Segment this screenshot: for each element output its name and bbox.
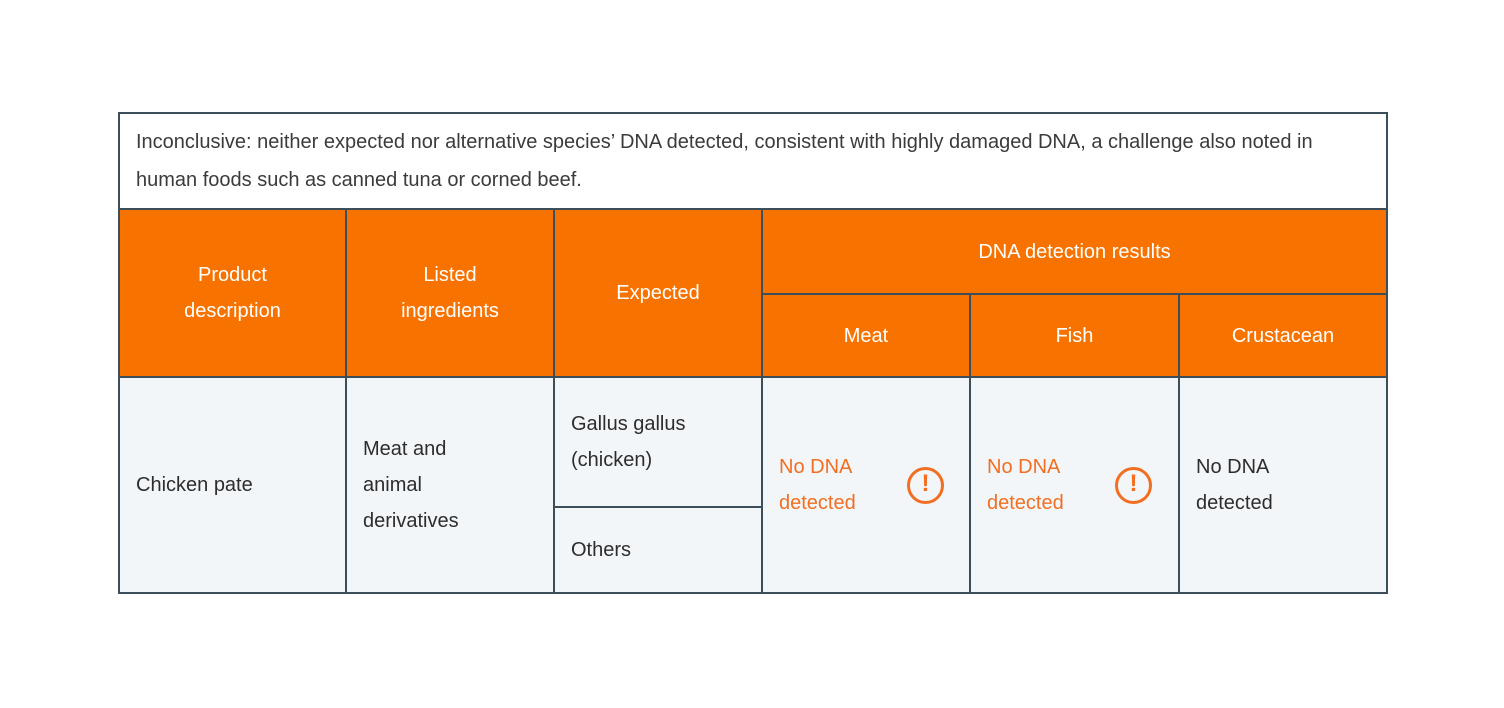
cell-expected-others: Others xyxy=(555,508,761,592)
header-product-description-label: Product description xyxy=(184,264,281,322)
product-description-value: Chicken pate xyxy=(136,474,253,496)
header-expected-label: Expected xyxy=(616,282,700,304)
header-expected: Expected xyxy=(555,210,761,376)
cell-crustacean-result: No DNA detected xyxy=(1180,378,1386,592)
warning-icon: ! xyxy=(907,466,944,504)
header-listed-ingredients: Listed ingredients xyxy=(347,210,553,376)
header-fish-label: Fish xyxy=(1055,324,1094,347)
header-meat: Meat xyxy=(763,295,969,376)
header-crustacean-label: Crustacean xyxy=(1231,324,1335,347)
header-crustacean: Crustacean xyxy=(1180,295,1386,376)
fish-result-text: No DNA detected xyxy=(987,456,1064,514)
header-product-description: Product description xyxy=(120,210,345,376)
warning-icon-glyph: ! xyxy=(921,470,930,497)
crustacean-result-text: No DNA detected xyxy=(1196,456,1273,514)
header-listed-ingredients-label: Listed ingredients xyxy=(401,264,499,322)
header-dna-detection-results: DNA detection results xyxy=(763,210,1386,293)
expected-species-value: Gallus gallus (chicken) xyxy=(571,413,686,471)
listed-ingredients-value: Meat and animal derivatives xyxy=(363,438,459,532)
cell-product-description: Chicken pate xyxy=(120,378,345,592)
meat-result-text: No DNA detected xyxy=(779,456,856,514)
expected-others-value: Others xyxy=(571,539,632,561)
cell-listed-ingredients: Meat and animal derivatives xyxy=(347,378,553,592)
header-dna-detection-results-label: DNA detection results xyxy=(978,240,1171,263)
warning-icon: ! xyxy=(1115,466,1152,504)
header-meat-label: Meat xyxy=(843,324,889,347)
inconclusive-note: Inconclusive: neither expected nor alter… xyxy=(120,114,1386,208)
cell-meat-result: No DNA detected ! xyxy=(763,378,969,592)
inconclusive-note-text: Inconclusive: neither expected nor alter… xyxy=(136,131,1313,191)
warning-icon-glyph: ! xyxy=(1129,470,1138,497)
dna-results-table: Inconclusive: neither expected nor alter… xyxy=(118,112,1388,594)
cell-fish-result: No DNA detected ! xyxy=(971,378,1178,592)
header-fish: Fish xyxy=(971,295,1178,376)
cell-expected-species: Gallus gallus (chicken) xyxy=(555,378,761,506)
